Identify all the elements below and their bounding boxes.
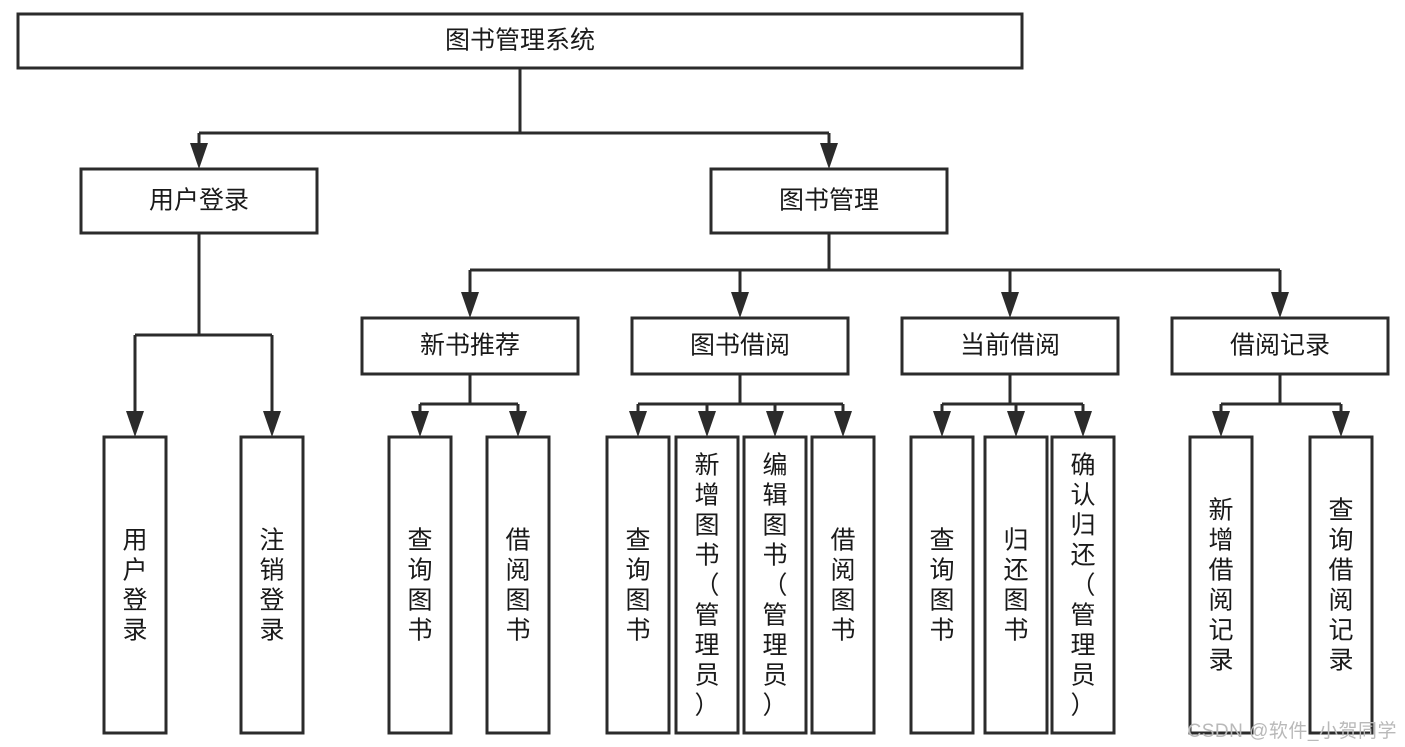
node-label: 借阅图书 [830,526,855,644]
arrow-head-icon [1271,292,1289,318]
node-leaf[interactable]: 查询图书 [387,435,453,735]
node-box[interactable] [909,435,975,735]
node-box[interactable] [1188,435,1254,735]
node-label: 图书管理 [779,187,879,215]
arrow-head-icon [629,411,647,437]
node-leaf[interactable]: 查询图书 [605,435,671,735]
node-label: 用户登录 [149,187,249,215]
node-box[interactable] [900,316,1120,376]
node-leaf[interactable]: 新增借阅记录 [1188,435,1254,735]
node-box[interactable] [16,12,1024,70]
node-label: 图书借阅 [690,332,790,360]
node-level3[interactable]: 借阅记录 [1170,316,1390,376]
node-box[interactable] [983,435,1049,735]
node-layer: 图书管理系统用户登录图书管理新书推荐图书借阅当前借阅借阅记录用户登录注销登录查询… [16,12,1390,735]
node-box[interactable] [605,435,671,735]
node-box[interactable] [1050,435,1116,735]
node-level3[interactable]: 当前借阅 [900,316,1120,376]
node-label: 新书推荐 [420,332,520,360]
node-label: 当前借阅 [960,332,1060,360]
node-box[interactable] [79,167,319,235]
connector-layer [126,68,1350,437]
node-label: 查询图书 [929,526,954,644]
arrow-head-icon [1212,411,1230,437]
arrow-head-icon [1007,411,1025,437]
node-leaf[interactable]: 查询借阅记录 [1308,435,1374,735]
arrow-head-icon [509,411,527,437]
node-level2[interactable]: 用户登录 [79,167,319,235]
arrow-head-icon [933,411,951,437]
node-box[interactable] [630,316,850,376]
arrow-head-icon [834,411,852,437]
arrow-head-icon [263,411,281,437]
node-box[interactable] [387,435,453,735]
node-leaf[interactable]: 用户登录 [102,435,168,735]
node-leaf[interactable]: 查询图书 [909,435,975,735]
arrow-head-icon [461,292,479,318]
node-box[interactable] [742,435,808,735]
node-label: 图书管理系统 [445,27,595,55]
node-box[interactable] [674,435,740,735]
node-box[interactable] [1170,316,1390,376]
node-box[interactable] [1308,435,1374,735]
arrow-head-icon [1074,411,1092,437]
arrow-head-icon [698,411,716,437]
node-level3[interactable]: 新书推荐 [360,316,580,376]
arrow-head-icon [190,143,208,169]
node-label: 借阅记录 [1230,332,1330,360]
node-level2[interactable]: 图书管理 [709,167,949,235]
node-box[interactable] [360,316,580,376]
node-label: 编辑图书（管理员） [762,451,787,719]
node-leaf[interactable]: 新增图书（管理员） [674,435,740,735]
node-box[interactable] [810,435,876,735]
node-label: 确认归还（管理员） [1070,451,1095,719]
node-box[interactable] [485,435,551,735]
node-leaf[interactable]: 借阅图书 [810,435,876,735]
arrow-head-icon [411,411,429,437]
arrow-head-icon [820,143,838,169]
node-label: 借阅图书 [505,526,530,644]
arrow-head-icon [766,411,784,437]
node-leaf[interactable]: 编辑图书（管理员） [742,435,808,735]
node-label: 查询图书 [625,526,650,644]
csdn-watermark: CSDN @软件_小贺同学 [1187,721,1397,742]
node-label: 新增借阅记录 [1208,496,1233,674]
node-level3[interactable]: 图书借阅 [630,316,850,376]
node-label: 查询图书 [407,526,432,644]
node-leaf[interactable]: 借阅图书 [485,435,551,735]
arrow-head-icon [1001,292,1019,318]
node-label: 用户登录 [122,526,147,644]
node-root-system[interactable]: 图书管理系统 [16,12,1024,70]
arrow-head-icon [731,292,749,318]
arrow-head-icon [1332,411,1350,437]
node-leaf[interactable]: 确认归还（管理员） [1050,435,1116,735]
node-leaf[interactable]: 注销登录 [239,435,305,735]
node-label: 查询借阅记录 [1328,496,1353,674]
node-label: 注销登录 [259,526,284,644]
node-label: 归还图书 [1003,526,1028,644]
node-box[interactable] [709,167,949,235]
node-box[interactable] [239,435,305,735]
arrow-head-icon [126,411,144,437]
node-leaf[interactable]: 归还图书 [983,435,1049,735]
node-box[interactable] [102,435,168,735]
node-label: 新增图书（管理员） [694,451,719,719]
